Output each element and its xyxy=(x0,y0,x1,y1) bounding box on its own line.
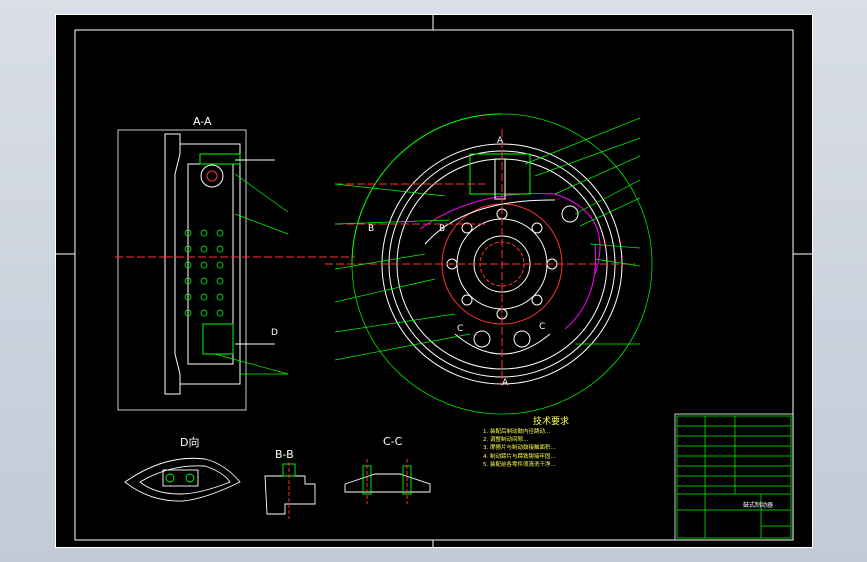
detail-d-view xyxy=(124,457,241,502)
marker-b-right: B xyxy=(439,224,446,234)
marker-a-bottom: A xyxy=(502,378,509,388)
section-aa-label: A-A xyxy=(193,115,212,128)
marker-c-left: C xyxy=(457,324,464,334)
cad-drawing xyxy=(55,14,813,548)
section-bb-view xyxy=(264,462,316,519)
marker-d: D xyxy=(271,328,278,338)
note-item: 5. 装配前各零件须清洗干净... xyxy=(483,461,556,468)
notes-list: 1. 装配后制动鼓内径跳动... 2. 调整制动间隙... 3. 摩擦片与制动鼓… xyxy=(483,428,703,469)
section-aa-view xyxy=(115,129,355,411)
notes-title: 技术要求 xyxy=(533,417,570,427)
marker-b-left: B xyxy=(368,224,375,234)
cad-viewport[interactable]: A-A D向 B-B C-C A A B B C C D 技术要求 1. 装配后… xyxy=(55,14,813,548)
note-item: 2. 调整制动间隙... xyxy=(483,437,529,444)
note-item: 3. 摩擦片与制动鼓接触面积... xyxy=(483,445,556,452)
inner-frame xyxy=(74,29,794,541)
section-bb-label: B-B xyxy=(275,448,294,461)
outer-frame xyxy=(55,14,813,548)
section-cc-label: C-C xyxy=(383,435,403,448)
marker-a-top: A xyxy=(497,136,504,146)
note-item: 1. 装配后制动鼓内径跳动... xyxy=(483,429,551,435)
note-item: 4. 制动蹄片与蹄铁铆接牢固... xyxy=(483,453,556,460)
drawing-title: 鼓式制动器 xyxy=(743,502,774,509)
title-block xyxy=(676,415,792,539)
section-aa-leaders xyxy=(214,173,289,375)
front-view-leaders xyxy=(334,117,641,361)
title-block-frame xyxy=(674,413,794,541)
marker-c-right: C xyxy=(539,322,546,332)
section-cc-view xyxy=(344,459,431,504)
detail-d-label: D向 xyxy=(180,436,200,449)
front-view xyxy=(325,113,653,415)
